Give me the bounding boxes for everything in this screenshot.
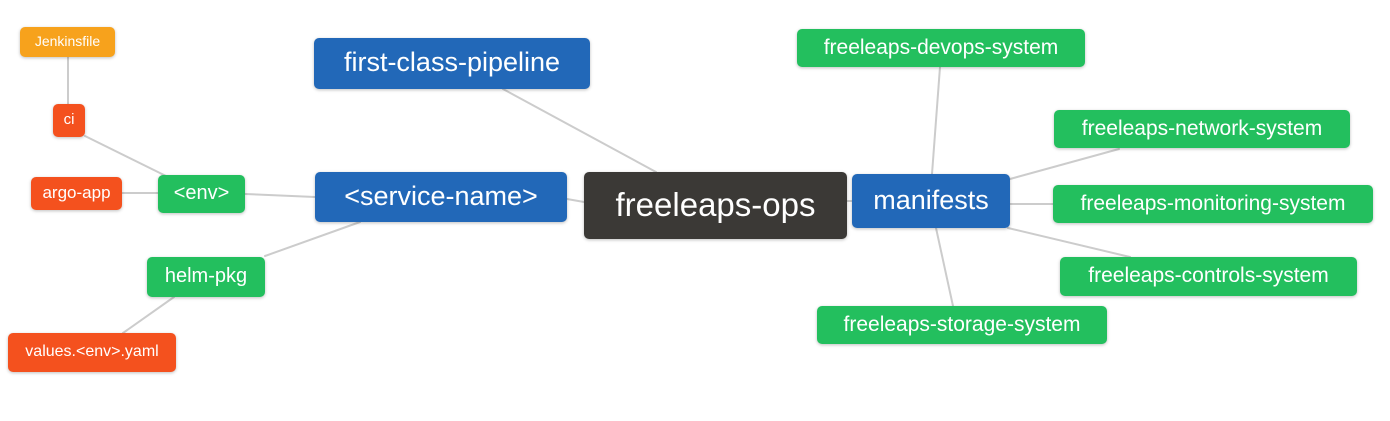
node-label: freeleaps-monitoring-system (1080, 191, 1346, 215)
node-label: Jenkinsfile (34, 33, 101, 49)
node-label: freeleaps-storage-system (843, 312, 1081, 336)
node-freeleaps-controls-system[interactable]: freeleaps-controls-system (1060, 257, 1357, 296)
node-freeleaps-network-system[interactable]: freeleaps-network-system (1054, 110, 1350, 148)
node-label: freeleaps-network-system (1081, 116, 1323, 140)
node-argo-app[interactable]: argo-app (31, 177, 122, 210)
node-label: freeleaps-ops (615, 186, 816, 223)
node-label: freeleaps-devops-system (823, 35, 1059, 59)
node-env[interactable]: <env> (158, 175, 245, 213)
node-label: ci (63, 111, 75, 128)
edge-service-name-to-freeleaps-ops (566, 198, 585, 203)
node-values-env-yaml[interactable]: values.<env>.yaml (8, 333, 176, 372)
node-freeleaps-monitoring-system[interactable]: freeleaps-monitoring-system (1053, 185, 1373, 223)
node-label: <service-name> (344, 180, 538, 211)
edge-values-env-yaml-to-helm-pkg (122, 296, 175, 334)
node-freeleaps-ops[interactable]: freeleaps-ops (584, 172, 847, 239)
edge-manifests-to-freeleaps-network-system (1009, 148, 1120, 180)
node-freeleaps-storage-system[interactable]: freeleaps-storage-system (817, 306, 1107, 344)
node-helm-pkg[interactable]: helm-pkg (147, 257, 265, 297)
node-jenkinsfile[interactable]: Jenkinsfile (20, 27, 115, 57)
edge-manifests-to-freeleaps-controls-system (1007, 227, 1131, 258)
edge-ci-to-env (84, 135, 167, 177)
node-first-class-pipeline[interactable]: first-class-pipeline (314, 38, 590, 89)
node-label: <env> (173, 182, 230, 204)
node-label: values.<env>.yaml (25, 342, 159, 360)
edge-manifests-to-freeleaps-devops-system (931, 66, 941, 175)
node-service-name[interactable]: <service-name> (315, 172, 567, 222)
node-manifests[interactable]: manifests (852, 174, 1010, 228)
edge-first-class-pipeline-to-freeleaps-ops (502, 88, 657, 173)
node-freeleaps-devops-system[interactable]: freeleaps-devops-system (797, 29, 1085, 67)
edge-env-to-service-name (244, 193, 316, 198)
node-label: helm-pkg (164, 265, 248, 287)
node-label: first-class-pipeline (343, 47, 561, 77)
edge-manifests-to-freeleaps-storage-system (935, 227, 954, 307)
node-label: argo-app (42, 183, 111, 202)
node-label: freeleaps-controls-system (1088, 264, 1329, 287)
edge-helm-pkg-to-service-name (264, 221, 361, 257)
node-ci[interactable]: ci (53, 104, 85, 137)
node-label: manifests (873, 184, 989, 215)
